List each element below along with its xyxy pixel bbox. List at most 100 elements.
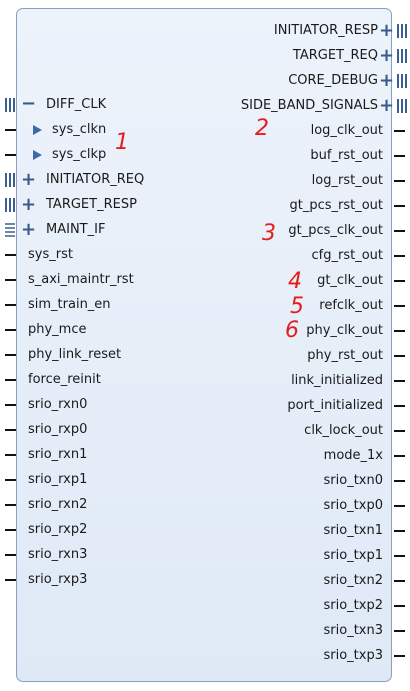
port-label: gt_clk_out bbox=[317, 273, 383, 288]
port-TARGET_REQ[interactable]: TARGET_REQ+ bbox=[150, 47, 410, 65]
port-stub bbox=[5, 454, 16, 456]
port-SIDE_BAND_SIGNALS[interactable]: SIDE_BAND_SIGNALS+ bbox=[150, 97, 410, 115]
port-gt_clk_out[interactable]: gt_clk_out bbox=[150, 272, 410, 290]
port-stub bbox=[394, 655, 405, 657]
port-label: log_rst_out bbox=[311, 173, 383, 188]
port-label: srio_txp2 bbox=[323, 598, 384, 613]
collapse-minus-icon: − bbox=[21, 93, 37, 114]
port-label: INITIATOR_REQ bbox=[46, 172, 145, 187]
port-phy_link_reset[interactable]: phy_link_reset bbox=[0, 346, 200, 364]
port-srio_rxp2[interactable]: srio_rxp2 bbox=[0, 521, 200, 539]
port-stub bbox=[394, 130, 405, 132]
port-label: link_initialized bbox=[291, 373, 383, 388]
port-INITIATOR_REQ[interactable]: + INITIATOR_REQ bbox=[0, 171, 200, 189]
port-srio_rxn3[interactable]: srio_rxn3 bbox=[0, 546, 200, 564]
port-stub bbox=[394, 180, 405, 182]
port-srio_rxp0[interactable]: srio_rxp0 bbox=[0, 421, 200, 439]
port-stub bbox=[5, 554, 16, 556]
port-stub bbox=[394, 380, 405, 382]
port-sim_train_en[interactable]: sim_train_en bbox=[0, 296, 200, 314]
port-srio_rxp3[interactable]: srio_rxp3 bbox=[0, 571, 200, 589]
port-stub bbox=[394, 455, 405, 457]
port-srio_rxn2[interactable]: srio_rxn2 bbox=[0, 496, 200, 514]
bus-pin-icon bbox=[397, 49, 407, 63]
port-phy_clk_out[interactable]: phy_clk_out bbox=[150, 322, 410, 340]
port-label: srio_txp3 bbox=[323, 648, 384, 663]
port-MAINT_IF[interactable]: +MAINT_IF bbox=[0, 221, 200, 239]
port-sys_rst[interactable]: sys_rst bbox=[0, 246, 200, 264]
port-srio_txn0[interactable]: srio_txn0 bbox=[150, 472, 410, 490]
port-stub bbox=[5, 579, 16, 581]
port-label: mode_1x bbox=[323, 448, 383, 463]
port-refclk_out[interactable]: refclk_out bbox=[150, 297, 410, 315]
port-clk_lock_out[interactable]: clk_lock_out bbox=[150, 422, 410, 440]
port-label: srio_rxp1 bbox=[28, 472, 88, 487]
port-cfg_rst_out[interactable]: cfg_rst_out bbox=[150, 247, 410, 265]
port-label: log_clk_out bbox=[310, 123, 383, 138]
port-stub bbox=[394, 205, 405, 207]
port-label: srio_txn0 bbox=[323, 473, 383, 488]
port-stub bbox=[394, 155, 405, 157]
port-label: srio_rxp0 bbox=[28, 422, 88, 437]
port-INITIATOR_RESP[interactable]: INITIATOR_RESP+ bbox=[150, 22, 410, 40]
port-port_initialized[interactable]: port_initialized bbox=[150, 397, 410, 415]
port-stub bbox=[5, 429, 16, 431]
port-log_rst_out[interactable]: log_rst_out bbox=[150, 172, 410, 190]
port-label: phy_link_reset bbox=[28, 347, 122, 362]
port-stub bbox=[5, 329, 16, 331]
annotation-2: 2 bbox=[255, 116, 269, 141]
port-label: srio_rxn2 bbox=[28, 497, 88, 512]
expand-plus-icon: + bbox=[379, 95, 395, 116]
port-DIFF_CLK[interactable]: −DIFF_CLK bbox=[0, 93, 200, 114]
port-srio_txp3[interactable]: srio_txp3 bbox=[150, 647, 410, 665]
expand-plus-icon: + bbox=[21, 169, 37, 190]
port-phy_mce[interactable]: phy_mce bbox=[0, 321, 200, 339]
expand-plus-icon: + bbox=[379, 20, 395, 41]
port-label: srio_txn3 bbox=[323, 623, 383, 638]
port-srio_txn1[interactable]: srio_txn1 bbox=[150, 522, 410, 540]
port-srio_txn2[interactable]: srio_txn2 bbox=[150, 572, 410, 590]
port-stub bbox=[5, 354, 16, 356]
port-stub bbox=[5, 129, 16, 131]
bus-pin-icon bbox=[5, 173, 15, 187]
port-label: sim_train_en bbox=[28, 297, 111, 312]
port-stub bbox=[5, 504, 16, 506]
port-log_clk_out[interactable]: log_clk_out bbox=[150, 122, 410, 140]
port-stub bbox=[394, 430, 405, 432]
port-buf_rst_out[interactable]: buf_rst_out bbox=[150, 147, 410, 165]
bus-pin-icon bbox=[5, 98, 15, 112]
port-srio_txp1[interactable]: srio_txp1 bbox=[150, 547, 410, 565]
port-srio_txp2[interactable]: srio_txp2 bbox=[150, 597, 410, 615]
port-sys_clkn[interactable]: sys_clkn bbox=[0, 121, 200, 139]
port-mode_1x[interactable]: mode_1x bbox=[150, 447, 410, 465]
port-stub bbox=[394, 405, 405, 407]
port-srio_txn3[interactable]: srio_txn3 bbox=[150, 622, 410, 640]
port-label: gt_pcs_clk_out bbox=[288, 223, 383, 238]
port-srio_rxn1[interactable]: srio_rxn1 bbox=[0, 446, 200, 464]
port-label: srio_rxp3 bbox=[28, 572, 88, 587]
port-label: gt_pcs_rst_out bbox=[289, 198, 383, 213]
port-CORE_DEBUG[interactable]: CORE_DEBUG+ bbox=[150, 72, 410, 90]
port-srio_txp0[interactable]: srio_txp0 bbox=[150, 497, 410, 515]
port-stub bbox=[394, 355, 405, 357]
port-label: srio_rxn1 bbox=[28, 447, 88, 462]
port-srio_rxp1[interactable]: srio_rxp1 bbox=[0, 471, 200, 489]
port-gt_pcs_rst_out[interactable]: gt_pcs_rst_out bbox=[150, 197, 410, 215]
port-link_initialized[interactable]: link_initialized bbox=[150, 372, 410, 390]
port-gt_pcs_clk_out[interactable]: gt_pcs_clk_out bbox=[150, 222, 410, 240]
port-stub bbox=[5, 529, 16, 531]
port-phy_rst_out[interactable]: phy_rst_out bbox=[150, 347, 410, 365]
port-srio_rxn0[interactable]: srio_rxn0 bbox=[0, 396, 200, 414]
port-TARGET_RESP[interactable]: +TARGET_RESP bbox=[0, 196, 200, 214]
port-stub bbox=[394, 505, 405, 507]
port-label: phy_rst_out bbox=[307, 348, 383, 363]
port-label: force_reinit bbox=[28, 372, 101, 387]
port-s_axi_maintr_rst[interactable]: s_axi_maintr_rst bbox=[0, 271, 200, 289]
expand-plus-icon: + bbox=[21, 219, 37, 240]
port-stub bbox=[5, 254, 16, 256]
port-sys_clkp[interactable]: sys_clkp bbox=[0, 146, 200, 164]
port-force_reinit[interactable]: force_reinit bbox=[0, 371, 200, 389]
port-label: sys_clkp bbox=[52, 147, 107, 162]
expand-plus-icon: + bbox=[379, 70, 395, 91]
port-stub bbox=[394, 530, 405, 532]
